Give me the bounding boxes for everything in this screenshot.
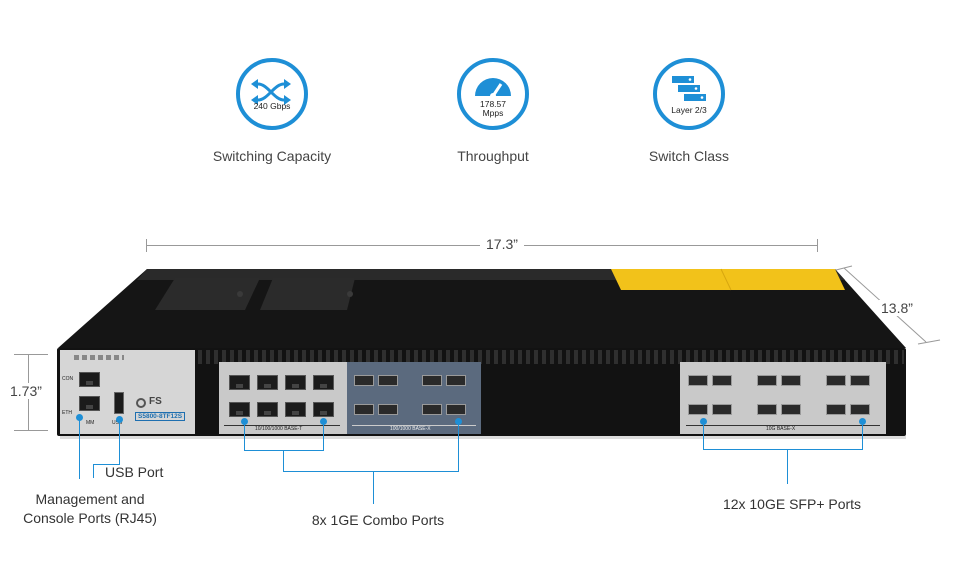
sfp-plus-port-18[interactable] (826, 404, 846, 415)
sfp-plus-port-11[interactable] (712, 375, 732, 386)
rj45-port-8[interactable] (313, 402, 334, 417)
feature-switching-capacity: 240 Gbps Switching Capacity (192, 58, 352, 164)
base-t-label: 10/100/1000 BASE-T (255, 426, 303, 432)
switching-capacity-label: Switching Capacity (212, 148, 332, 164)
combo-sfp-port-7[interactable] (446, 375, 466, 386)
usb-callout-line-v2 (93, 464, 94, 478)
throughput-value-unit: Mpps (482, 108, 504, 118)
eth-port-label: ETH (62, 410, 72, 416)
ten-g-label-bar (686, 425, 880, 426)
combo-callout-h2 (283, 471, 459, 472)
usb-port[interactable] (114, 392, 124, 414)
switching-capacity-badge: 240 Gbps (236, 58, 308, 130)
sfp-callout-label: 12x 10GE SFP+ Ports (722, 496, 862, 512)
mgmt-callout-line2: Console Ports (RJ45) (23, 510, 157, 526)
rj45-port-6[interactable] (285, 402, 306, 417)
sfp-plus-port-10[interactable] (688, 404, 708, 415)
mgmt-port-label: MM (86, 420, 95, 426)
feature-switch-class: Layer 2/3 Switch Class (609, 58, 769, 164)
combo-sfp-port-4[interactable] (378, 404, 398, 415)
console-port[interactable] (79, 372, 100, 387)
switching-capacity-value: 240 Gbps (253, 101, 291, 111)
switch-top-cover (58, 268, 906, 348)
console-port-label: CON (62, 376, 74, 382)
switch-class-value: Layer 2/3 (671, 105, 707, 115)
sfp-plus-port-13[interactable] (757, 375, 777, 386)
mgmt-callout-label: Management and Console Ports (RJ45) (20, 490, 160, 528)
sfp-plus-port-12[interactable] (712, 404, 732, 415)
combo-sfp-port-5[interactable] (422, 375, 442, 386)
combo-callout-left-v (244, 421, 245, 450)
ten-g-label: 10G BASE-X (766, 426, 796, 432)
management-panel (60, 350, 195, 434)
switch-vent-strip (198, 350, 904, 364)
combo-callout-mid-v (323, 421, 324, 450)
width-dimension-label: 17.3” (480, 236, 524, 252)
sfp-callout-left-v (703, 421, 704, 449)
usb-callout-line (119, 419, 120, 464)
rj45-port-3[interactable] (257, 375, 278, 390)
height-dimension-tick-top (14, 354, 48, 355)
sfp-plus-port-17[interactable] (826, 375, 846, 386)
switch-shadow (60, 436, 906, 439)
combo-sfp-port-8[interactable] (446, 404, 466, 415)
usb-callout-line-h (93, 464, 120, 465)
throughput-badge: 178.57 Mpps (457, 58, 529, 130)
sfp-plus-port-14[interactable] (757, 404, 777, 415)
rj45-port-4[interactable] (257, 402, 278, 417)
rj45-port-2[interactable] (229, 402, 250, 417)
sfp-plus-port-19[interactable] (850, 375, 870, 386)
brand-name: FS (149, 396, 162, 407)
model-name: S5800-8TF12S (135, 412, 186, 421)
switch-class-label: Switch Class (648, 148, 730, 164)
height-dimension-label: 1.73” (8, 383, 44, 399)
sfp-callout-h (703, 449, 863, 450)
switch-class-badge: Layer 2/3 (653, 58, 725, 130)
width-dimension-tick-left (146, 239, 147, 252)
sfp-plus-port-20[interactable] (850, 404, 870, 415)
depth-dimension-label: 13.8” (879, 300, 915, 316)
rj45-port-1[interactable] (229, 375, 250, 390)
eth-port[interactable] (79, 396, 100, 411)
sfp-callout-stem (787, 449, 788, 484)
height-dimension-tick-bottom (14, 430, 48, 431)
combo-callout-sub-v (283, 450, 284, 471)
combo-sfp-port-6[interactable] (422, 404, 442, 415)
sfp-plus-port-15[interactable] (781, 375, 801, 386)
rj45-port-5[interactable] (285, 375, 306, 390)
arrows-swap-icon (251, 79, 291, 105)
width-dimension-tick-right (817, 239, 818, 252)
mgmt-callout-line (79, 417, 80, 479)
usb-port-label: USB (112, 420, 123, 426)
usb-callout-label: USB Port (105, 464, 164, 480)
combo-sfp-port-2[interactable] (354, 404, 374, 415)
throughput-value-number: 178.57 (480, 99, 506, 109)
fs-logo-icon (136, 398, 146, 408)
feature-throughput: 178.57 Mpps Throughput (413, 58, 573, 164)
combo-callout-h1 (244, 450, 324, 451)
base-t-label-bar (224, 425, 340, 426)
combo-callout-stem (373, 471, 374, 504)
speedometer-icon (475, 78, 511, 99)
mgmt-callout-line1: Management and (35, 491, 145, 507)
sfp-plus-port-9[interactable] (688, 375, 708, 386)
sfp-callout-right-v (862, 421, 863, 449)
sfp-plus-port-16[interactable] (781, 404, 801, 415)
throughput-value: 178.57 Mpps (461, 100, 525, 118)
sfp-plus-panel (680, 362, 886, 434)
base-x-label-bar (352, 425, 476, 426)
combo-callout-right-v (458, 421, 459, 471)
status-leds (74, 355, 124, 360)
combo-sfp-port-1[interactable] (354, 375, 374, 386)
combo-sfp-port-3[interactable] (378, 375, 398, 386)
rj45-port-7[interactable] (313, 375, 334, 390)
base-x-label: 100/1000 BASE-X (390, 426, 431, 432)
server-stack-icon (672, 76, 706, 101)
combo-callout-label: 8x 1GE Combo Ports (311, 512, 445, 528)
throughput-label: Throughput (457, 148, 529, 164)
